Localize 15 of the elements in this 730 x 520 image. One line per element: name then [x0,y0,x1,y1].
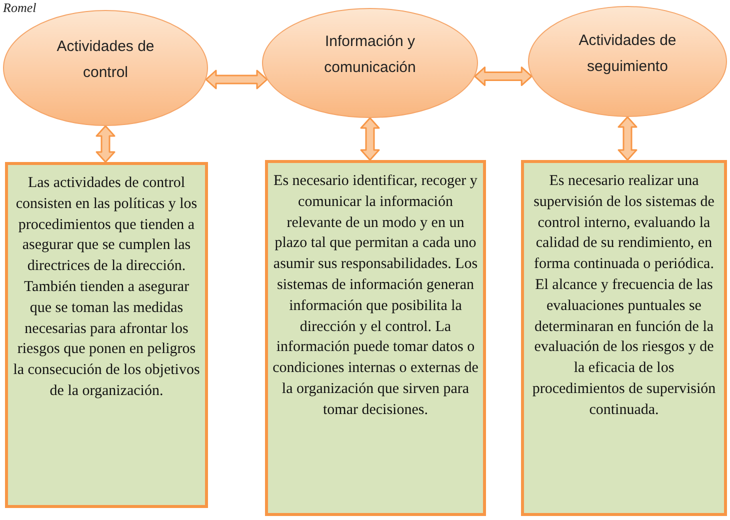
description-box [265,160,486,516]
description-text: Es necesario realizar una supervisión de los sistemas de control interno, evaluando la calidad de su rendimiento, en forma continuada o periódica. El alcance y frecuencia de las evaluaciones puntuales se determinaran en función de la evaluación de los riesgos y de la eficacia de los procedimientos de supervisión continuada. [531,172,717,420]
description-text: Las actividades de control consisten en las políticas y los procedimientos que tienden a asegurar que se cumplen las directrices de la dirección. También tienden a asegurar que se toman las medidas necesarias para afrontar los riesgos que ponen en peligros la consecución de los objetivos de la organización. [12,174,201,401]
node-title: Actividades de control [56,37,156,83]
double-arrow [474,66,532,86]
double-arrow [96,125,116,163]
double-arrow [205,70,268,90]
node-title: Actividades de seguimiento [578,30,678,76]
double-arrow [360,117,380,161]
description-box [5,162,208,508]
double-arrow [618,116,638,161]
author-label: Romel [3,0,36,17]
node-title: Información y comunicación [323,32,417,78]
description-box [521,160,727,516]
description-text: Es necesario identificar, recoger y comunicar la información relevante de un modo y en un plazo tal que permitan a cada uno asumir sus responsabilidades. Los sistemas de información generan información que posibilita la dirección y el control. La información puede tomar datos o condiciones internas o externas de la organización que sirven para tomar decisiones. [272,172,479,420]
